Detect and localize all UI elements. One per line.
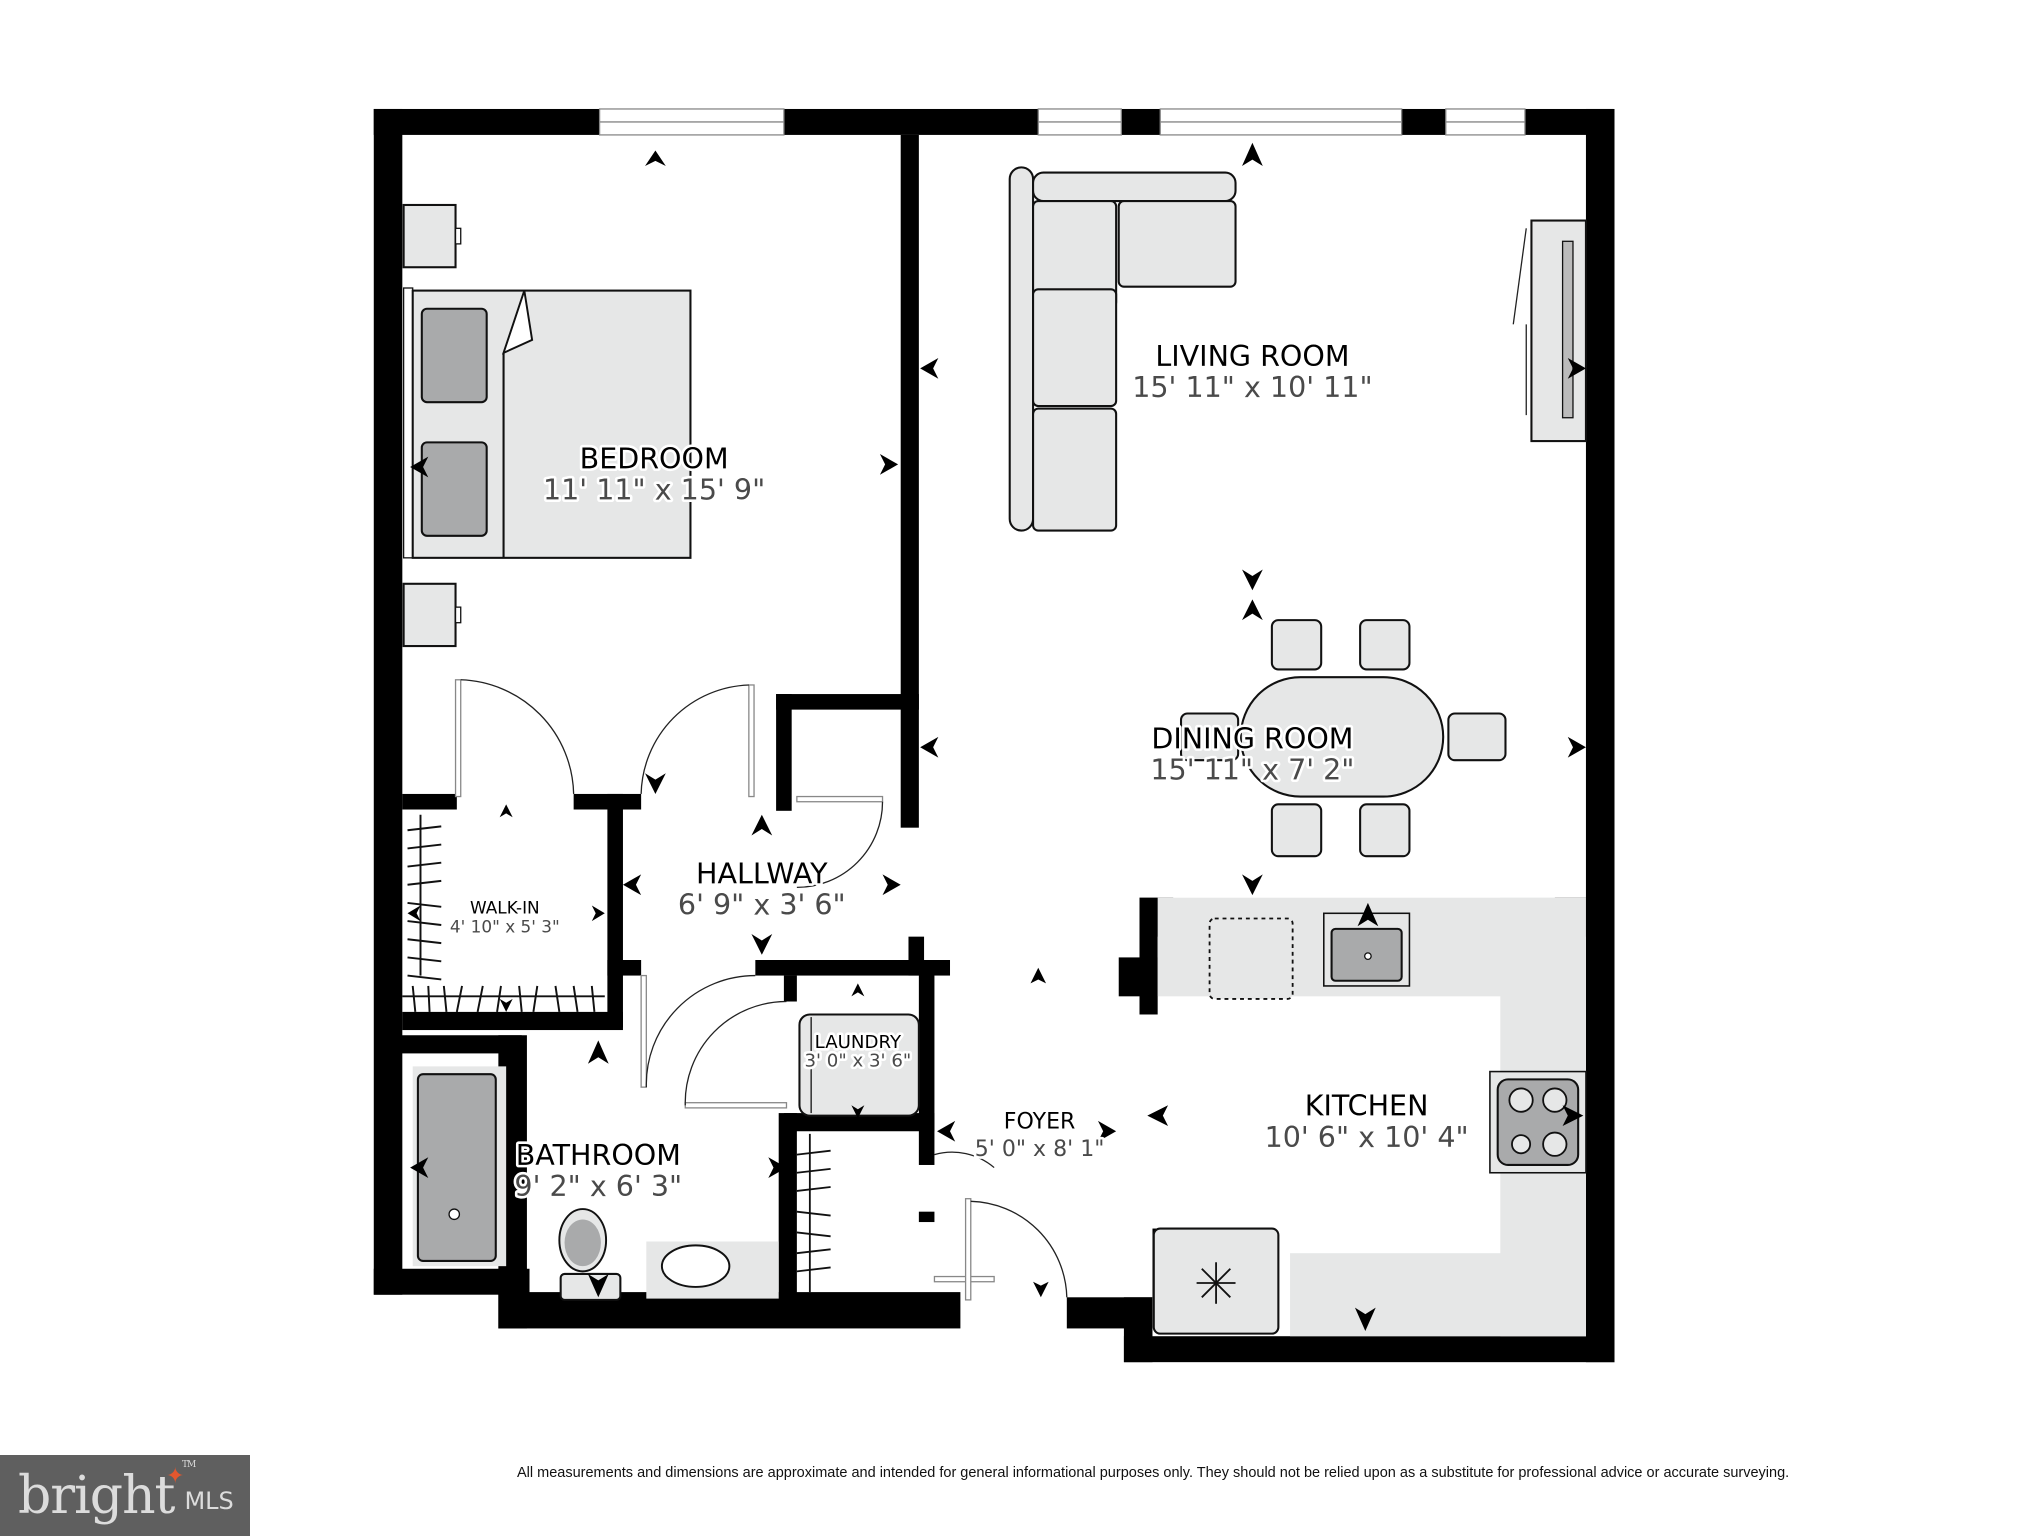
room-labels: BEDROOM 11' 11" x 15' 9" LIVING ROOM 15'… [447,337,1471,1205]
kitchen-counters [1152,897,1587,1337]
room-name-bathroom: BATHROOM [516,1139,681,1172]
bright-mls-logo: bright✦TM MLS [0,1455,250,1536]
room-dims-walk-in: 4' 10" x 5' 3" [450,917,560,937]
logo-brand: bright✦TM [18,1459,196,1526]
room-dims-laundry: 3' 0" x 3' 6" [804,1050,911,1071]
snowflake-icon [1196,1262,1236,1304]
doors [454,679,1068,1301]
room-dims-hallway: 6' 9" x 3' 6" [678,889,846,922]
disclaimer-text: All measurements and dimensions are appr… [517,1465,1790,1481]
room-name-walk-in: WALK-IN [470,897,540,917]
room-name-hallway: HALLWAY [696,857,828,890]
room-name-laundry: LAUNDRY [815,1032,902,1053]
room-name-dining-room: DINING ROOM [1151,723,1353,756]
camera-arrow-icons [407,142,1586,1332]
walkin-shelving [402,814,605,1013]
dishwasher [1208,917,1294,1000]
star-icon: ✦ [166,1463,184,1489]
sink-icon [660,1244,731,1288]
closet-shelving [796,1133,831,1293]
room-dims-living-room: 15' 11" x 10' 11" [1132,371,1372,404]
room-name-kitchen: KITCHEN [1305,1090,1429,1123]
room-name-bedroom: BEDROOM [580,442,729,475]
bedroom-furniture [402,203,692,648]
windows [598,108,1526,136]
room-name-foyer: FOYER [1004,1110,1076,1135]
bathroom-fixtures [412,1066,779,1301]
room-dims-dining-room: 15' 11" x 7' 2" [1150,754,1354,787]
dining-furniture [1179,619,1507,858]
room-dims-bathroom: 9' 2" x 6' 3" [514,1170,682,1203]
logo-suffix: MLS [184,1486,234,1515]
living-room-furniture [1008,166,1587,532]
room-dims-kitchen: 10' 6" x 10' 4" [1265,1121,1469,1154]
room-dims-foyer: 5' 0" x 8' 1" [975,1137,1105,1162]
room-name-living-room: LIVING ROOM [1155,340,1349,373]
room-dims-bedroom: 11' 11" x 15' 9" [543,473,765,506]
bathtub [416,1073,497,1263]
